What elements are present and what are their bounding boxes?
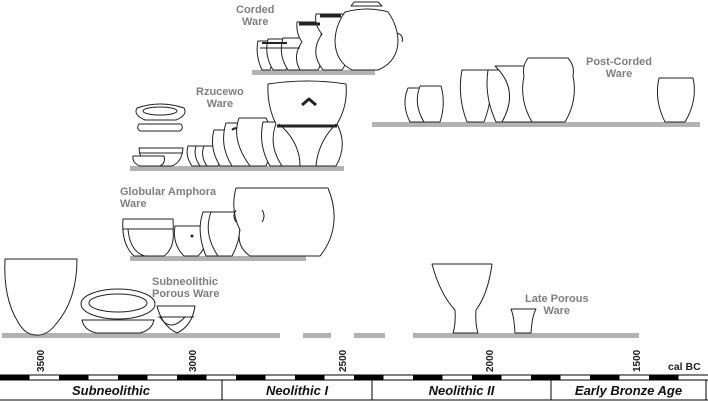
tick-label: 1500 (632, 349, 643, 372)
band-segment-a (303, 333, 331, 338)
period-neolithic-i: Neolithic I (265, 382, 329, 398)
timeline-axis (0, 374, 708, 401)
band-rzucewo (130, 166, 344, 171)
band-subneolithic (2, 333, 280, 338)
late-porous-vessels (431, 263, 537, 334)
axis-unit-label: cal BC (668, 361, 701, 373)
vessel-outline (334, 8, 399, 71)
axis-scale-bar (649, 375, 679, 380)
vessel-outline (156, 305, 196, 334)
vessel-outline (233, 209, 237, 223)
subneolithic-porous-ware-label: Subneolithic Porous Ware (152, 276, 220, 300)
vessel-outline (261, 209, 265, 223)
corded-ware-label: Corded Ware (236, 4, 275, 28)
vessel-outline (522, 57, 575, 123)
band-segment-b (354, 333, 385, 338)
axis-scale-bar (590, 375, 620, 380)
axis-scale-bar (354, 375, 384, 380)
subneolithic-porous-vessels (4, 258, 196, 336)
vessel-outline (159, 316, 186, 326)
vessel-outline (396, 32, 403, 43)
vessel-outline (142, 106, 178, 116)
axis-scale-bar (472, 375, 502, 380)
vessel-outline (137, 123, 183, 132)
vessel-outline (416, 85, 444, 123)
vessel-outline (431, 263, 493, 334)
axis-scale-bar (531, 375, 561, 380)
band-globular (130, 256, 306, 261)
vessel-outline (510, 308, 537, 334)
axis-scale-bar (236, 375, 266, 380)
band-corded (252, 70, 375, 75)
late-porous-ware-label: Late Porous Ware (525, 293, 589, 317)
vessel-outline (88, 293, 148, 313)
period-subneolithic: Subneolithic (72, 382, 150, 398)
tick-label: 3000 (188, 349, 199, 372)
tick-label: 3500 (36, 349, 47, 372)
globular-amphora-vessels (122, 187, 335, 257)
tick-label: 2000 (485, 349, 496, 372)
vessel-outline (81, 319, 155, 334)
vessel-outline (350, 1, 383, 7)
vessel-outline (233, 187, 335, 257)
vessel-outline (127, 228, 174, 257)
vessel-outline (267, 80, 347, 167)
axis-scale-bars (0, 375, 679, 380)
axis-scale-bar (118, 375, 148, 380)
axis-scale-bar (0, 375, 30, 380)
globular-amphora-ware-label: Globular Amphora Ware (120, 186, 217, 210)
vessel-decoration (301, 97, 317, 107)
corded-ware-vessels (256, 1, 403, 71)
period-early-bronze-age: Early Bronze Age (574, 382, 683, 398)
rzucewo-ware-vessels (132, 80, 347, 167)
band-late-porous (413, 333, 639, 338)
axis-scale-bar (295, 375, 325, 380)
tick-label: 2500 (338, 349, 349, 372)
vessel-outline (657, 77, 695, 123)
vessel-outline (459, 69, 492, 123)
post-corded-ware-vessels (404, 57, 695, 123)
chronology-bands (2, 70, 700, 338)
axis-scale-bar (59, 375, 89, 380)
axis-scale-bar (177, 375, 207, 380)
band-post-corded (372, 122, 700, 127)
vessel-outline (132, 155, 165, 167)
post-corded-ware-label: Post-Corded Ware (586, 56, 652, 80)
vessel-outline (4, 258, 78, 336)
vessel-decoration (190, 234, 194, 238)
axis-scale-bar (413, 375, 443, 380)
rzucewo-ware-label: Rzucewo Ware (196, 86, 244, 110)
period-neolithic-ii: Neolithic II (428, 382, 495, 398)
